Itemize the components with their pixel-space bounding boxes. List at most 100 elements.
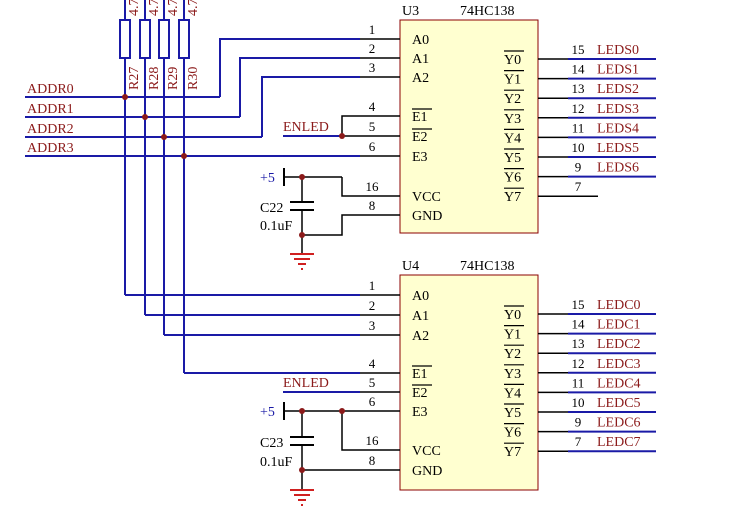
u4-power: +5 C23 0.1uF <box>260 402 360 506</box>
pin-name: Y6 <box>504 171 521 186</box>
pin-number: 11 <box>572 120 585 135</box>
resistor-r27 <box>119 19 131 59</box>
net-label-output: LEDS5 <box>597 141 639 156</box>
net-label-output: LEDC0 <box>597 298 641 313</box>
pin-number: 4 <box>369 356 376 371</box>
pin-number: 13 <box>572 81 585 96</box>
net-label-addr3: ADDR3 <box>27 141 74 156</box>
resistor-ref: R27 <box>127 67 142 90</box>
cap-value: 0.1uF <box>260 219 293 234</box>
pin-name: Y1 <box>504 73 521 88</box>
pin-number: 12 <box>572 356 585 371</box>
pin-number: 15 <box>572 297 585 312</box>
pin-name: Y4 <box>504 131 521 146</box>
pin-name: Y5 <box>504 151 521 166</box>
net-label-output: LEDC7 <box>597 435 641 450</box>
net-label-enled: ENLED <box>283 376 329 391</box>
pin-number: 10 <box>572 395 585 410</box>
pin-name: Y3 <box>504 112 521 127</box>
power-label: +5 <box>260 405 275 420</box>
pin-name: Y4 <box>504 386 521 401</box>
pin-name: E3 <box>412 405 428 420</box>
net-label-output: LEDS2 <box>597 82 639 97</box>
net-label-output: LEDC6 <box>597 416 641 431</box>
pin-number: 10 <box>572 140 585 155</box>
ic-ref: U4 <box>402 259 419 274</box>
pin-number: 15 <box>572 42 585 57</box>
address-bus: ADDR0 ADDR1 ADDR2 ADDR3 <box>25 38 360 374</box>
pin-name: A1 <box>412 309 429 324</box>
ic-ref: U3 <box>402 4 419 19</box>
pin-number: 16 <box>366 433 380 448</box>
cap-ref: C23 <box>260 436 283 451</box>
resistor-value: 4.7 <box>186 0 201 16</box>
pin-name: E3 <box>412 150 428 165</box>
ic-part: 74HC138 <box>460 259 514 274</box>
net-label-output: LEDS3 <box>597 102 639 117</box>
pin-number: 8 <box>369 453 376 468</box>
pin-name: Y7 <box>504 445 521 460</box>
pin-name: GND <box>412 209 442 224</box>
ic-body <box>399 274 539 491</box>
pin-number: 14 <box>572 62 586 77</box>
cap-value: 0.1uF <box>260 455 293 470</box>
net-label-output: LEDS6 <box>597 161 639 176</box>
net-label-addr0: ADDR0 <box>27 82 74 97</box>
net-label-addr1: ADDR1 <box>27 102 74 117</box>
cap-ref: C22 <box>260 201 283 216</box>
net-label-output: LEDS1 <box>597 63 639 78</box>
pin-number: 9 <box>575 415 582 430</box>
pin-number: 7 <box>575 434 582 449</box>
resistor-value: 4.7 <box>147 0 162 16</box>
u4-enable-network: ENLED <box>283 376 360 393</box>
resistor-ref: R30 <box>186 67 201 90</box>
pin-number: 2 <box>369 41 376 56</box>
pin-number: 9 <box>575 160 582 175</box>
pin-number: 5 <box>369 119 376 134</box>
pin-name: Y1 <box>504 328 521 343</box>
pin-name: E2 <box>412 386 428 401</box>
ic-part: 74HC138 <box>460 4 514 19</box>
net-label-output: LEDC4 <box>597 376 641 391</box>
pin-name: Y2 <box>504 347 521 362</box>
pin-number: 8 <box>369 198 376 213</box>
pin-name: E2 <box>412 130 428 145</box>
power-label: +5 <box>260 171 275 186</box>
pin-name: Y6 <box>504 426 521 441</box>
pin-number: 12 <box>572 101 585 116</box>
pin-name: A2 <box>412 71 429 86</box>
pin-name: Y3 <box>504 367 521 382</box>
pin-name: Y7 <box>504 190 521 205</box>
pin-name: E1 <box>412 110 428 125</box>
pin-number: 11 <box>572 375 585 390</box>
pin-number: 6 <box>369 139 376 154</box>
u3-power: +5 C22 0.1uF <box>260 168 360 270</box>
pin-name: Y0 <box>504 53 521 68</box>
net-label-output: LEDS0 <box>597 43 639 58</box>
net-label-output: LEDS4 <box>597 121 639 136</box>
pin-number: 4 <box>369 99 376 114</box>
pin-name: VCC <box>412 444 441 459</box>
pin-number: 1 <box>369 278 376 293</box>
pin-name: A2 <box>412 329 429 344</box>
pin-number: 7 <box>575 179 582 194</box>
resistor-r30 <box>178 19 190 59</box>
pin-number: 13 <box>572 336 585 351</box>
pin-name: A0 <box>412 289 429 304</box>
resistor-r29 <box>158 19 170 59</box>
resistor-network: 4.7 4.7 4.7 4.7 R27 R28 R29 R30 <box>119 0 201 373</box>
pin-name: A0 <box>412 33 429 48</box>
resistor-value: 4.7 <box>166 0 181 16</box>
pin-number: 2 <box>369 298 376 313</box>
ic-body <box>399 19 539 234</box>
net-label-enled: ENLED <box>283 120 329 135</box>
resistor-value: 4.7 <box>127 0 142 16</box>
net-label-output: LEDC2 <box>597 337 641 352</box>
resistor-ref: R28 <box>147 67 162 90</box>
pin-name: Y0 <box>504 308 521 323</box>
net-label-addr2: ADDR2 <box>27 122 74 137</box>
pin-number: 5 <box>369 375 376 390</box>
